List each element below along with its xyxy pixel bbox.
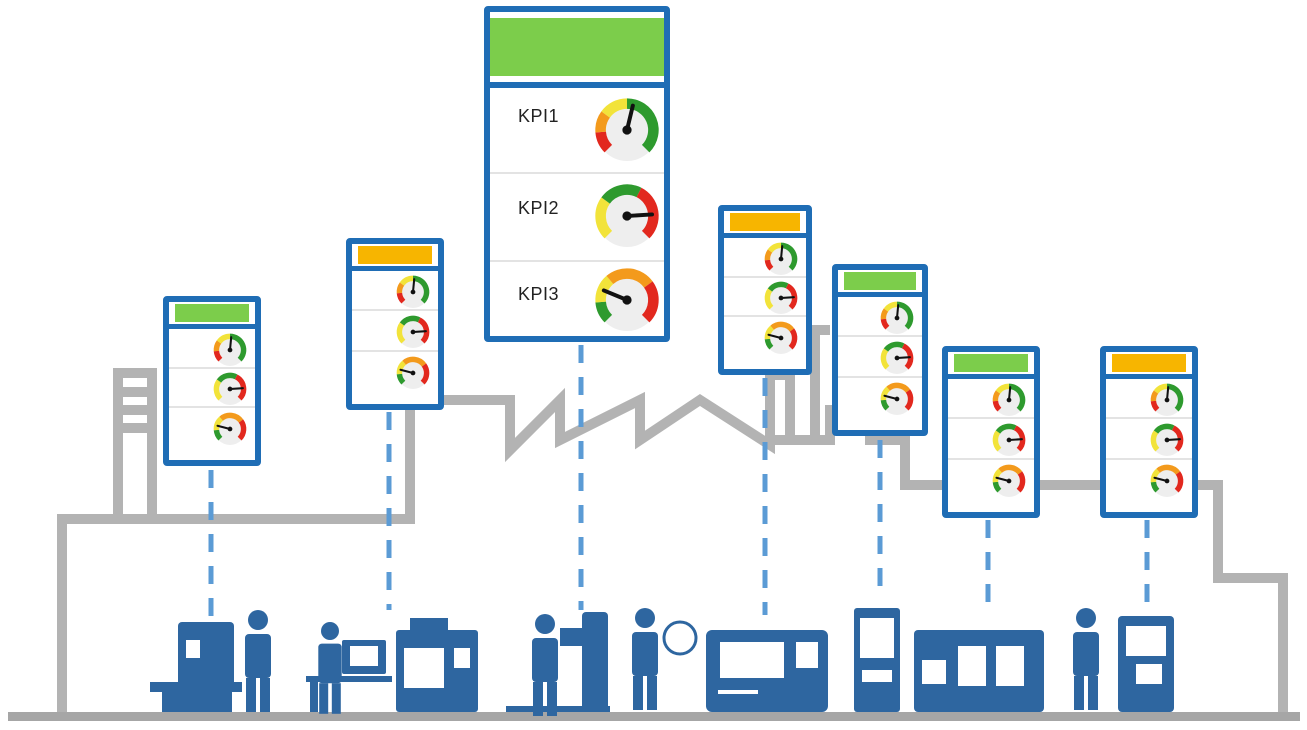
gauge-icon [396, 316, 430, 349]
gauge-icon [764, 242, 798, 275]
status-header [730, 213, 800, 231]
technician-at-control-panel-icon [1073, 608, 1174, 712]
worker-at-drill-press-icon [506, 612, 610, 716]
kpi-row-3: KPI3 [490, 262, 664, 342]
gauge-icon [1150, 383, 1184, 417]
gauge-icon [764, 321, 798, 355]
kpi-row [838, 337, 922, 378]
kpi-row [1106, 419, 1192, 460]
gauge-icon [992, 424, 1026, 457]
kpi-row [169, 408, 255, 446]
gauge-icon [213, 333, 247, 366]
kpi-row [948, 460, 1034, 498]
gauge-icon [396, 275, 430, 309]
factory-floor [8, 712, 1300, 721]
machine-kpi-card-1[interactable] [163, 296, 261, 466]
gauge-icon [213, 412, 247, 446]
gauge-icon [880, 301, 914, 335]
kpi-row [724, 317, 806, 355]
status-header [175, 304, 249, 322]
gauge-icon [992, 383, 1026, 417]
gauge-icon [1150, 464, 1184, 497]
status-header [358, 246, 432, 264]
header-divider [724, 233, 806, 238]
machine-kpi-card-2[interactable] [346, 238, 444, 410]
operator-at-computer-icon [306, 622, 392, 714]
machine-kpi-card-6[interactable] [942, 346, 1040, 518]
header-divider [352, 266, 438, 271]
kpi-row [948, 419, 1034, 460]
gauge-icon [1150, 424, 1184, 457]
gauge-icon [880, 382, 914, 415]
machine-kpi-card-4[interactable] [718, 205, 812, 375]
status-header [1112, 354, 1186, 372]
kpi-row [352, 311, 438, 352]
machines [150, 608, 1174, 716]
gauge-icon [992, 464, 1026, 497]
kpi1-label: KPI1 [518, 106, 560, 126]
kpi-row [724, 278, 806, 318]
kpi3-label: KPI3 [518, 284, 560, 304]
kpi-row-2: KPI2 [490, 174, 664, 262]
gauge-icon [595, 268, 659, 332]
main-kpi-card[interactable]: KPI1 KPI2 KPI3 [484, 6, 670, 342]
machining-center-icon [914, 630, 1044, 712]
worker-at-milling-machine-icon [150, 610, 271, 712]
kpi-row [169, 369, 255, 409]
machine-kpi-card-5[interactable] [832, 264, 928, 436]
gauge-icon [396, 356, 430, 389]
kpi2-label: KPI2 [518, 198, 560, 218]
3d-printer-icon [854, 608, 900, 712]
gauge-icon [764, 282, 798, 315]
header-divider [169, 324, 255, 329]
status-header [954, 354, 1028, 372]
kpi-row-1: KPI1 [490, 88, 664, 174]
kpi-row [838, 297, 922, 338]
worker-holding-part-icon [632, 608, 698, 710]
status-header [490, 18, 664, 76]
status-header [844, 272, 916, 290]
cnc-machine-icon [396, 618, 478, 712]
kpi-row [838, 378, 922, 416]
gauge-icon [213, 373, 247, 406]
gauge-icon [595, 98, 659, 162]
connector-lines [208, 345, 1150, 620]
header-divider [948, 374, 1034, 379]
kpi-row [724, 238, 806, 278]
gauge-icon [880, 342, 914, 375]
kpi-row [352, 352, 438, 390]
gauge-icon [595, 184, 659, 248]
header-divider [490, 82, 664, 88]
header-divider [838, 292, 922, 297]
header-divider [1106, 374, 1192, 379]
kpi-row [352, 271, 438, 312]
kpi-row [1106, 379, 1192, 420]
machine-kpi-card-7[interactable] [1100, 346, 1198, 518]
cnc-lathe-icon [706, 630, 828, 712]
kpi-row [169, 329, 255, 369]
kpi-row [948, 379, 1034, 420]
kpi-row [1106, 460, 1192, 498]
